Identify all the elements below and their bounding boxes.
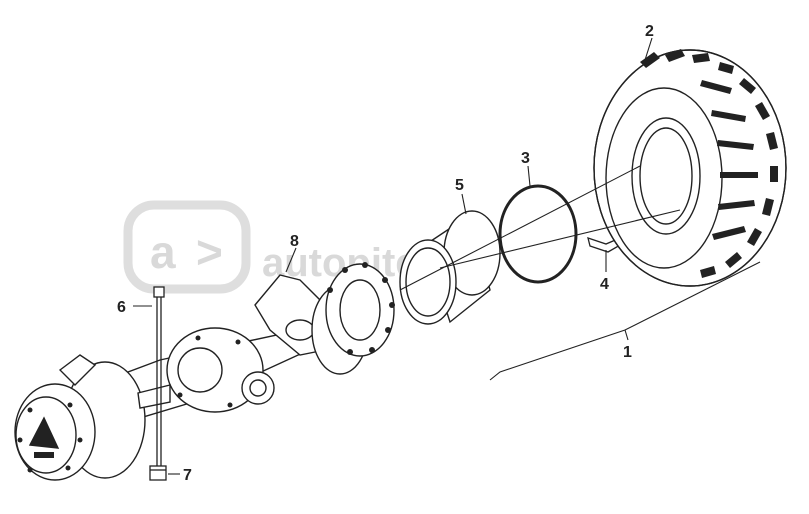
nut <box>149 465 167 481</box>
hub-studs <box>17 262 395 473</box>
callout-1: 1 <box>623 344 632 361</box>
axle-housing <box>14 263 395 481</box>
o-ring <box>498 184 578 284</box>
callout-4: 4 <box>600 276 609 293</box>
svg-text:>: > <box>196 226 223 278</box>
tire <box>593 49 787 287</box>
callout-2: 2 <box>645 23 654 40</box>
callout-8: 8 <box>290 233 299 250</box>
callout-3: 3 <box>521 150 530 167</box>
wheel-rim <box>399 210 501 325</box>
svg-text:a: a <box>150 226 176 278</box>
tread-pattern <box>640 49 778 278</box>
bolt <box>153 286 165 470</box>
callout-5: 5 <box>455 177 464 194</box>
callout-7: 7 <box>183 467 192 484</box>
callout-6: 6 <box>117 299 126 316</box>
watermark-logo-icon <box>123 200 251 294</box>
leader-lines <box>133 37 761 475</box>
brand-logo-icon <box>28 416 60 449</box>
